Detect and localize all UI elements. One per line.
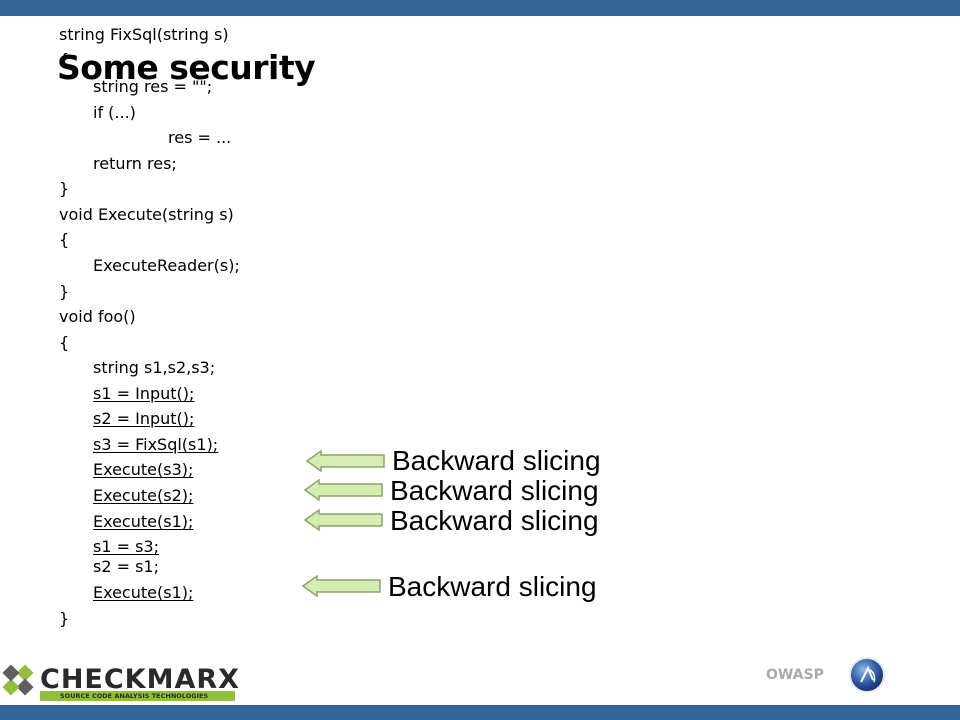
code-line: string FixSql(string s) xyxy=(59,25,229,44)
backward-slicing-label: Backward slicing xyxy=(392,445,601,476)
top-banner-bar xyxy=(0,0,960,16)
code-line: res = ... xyxy=(168,128,232,147)
backward-slicing-label: Backward slicing xyxy=(388,571,597,602)
slide-title: Some security xyxy=(57,48,316,87)
code-line: Execute(s3); xyxy=(93,460,194,479)
owasp-globe-icon xyxy=(849,657,885,693)
checkmarx-tagline: SOURCE CODE ANALYSIS TECHNOLOGIES xyxy=(60,692,209,700)
code-line: } xyxy=(59,609,70,628)
code-line: s2 = s1; xyxy=(93,557,159,576)
bottom-banner-bar xyxy=(0,705,960,720)
code-line: string s1,s2,s3; xyxy=(93,358,216,377)
code-line: Execute(s2); xyxy=(93,486,194,505)
code-line: s1 = Input(); xyxy=(93,384,195,403)
backward-slicing-label: Backward slicing xyxy=(390,505,599,536)
code-line: if (...) xyxy=(93,103,136,122)
code-line: string res = ""; xyxy=(93,77,213,96)
left-arrow-icon xyxy=(304,479,383,501)
code-line: } xyxy=(59,179,70,198)
code-line: Execute(s1); xyxy=(93,583,194,602)
left-arrow-icon xyxy=(304,509,383,531)
code-line: return res; xyxy=(93,154,177,173)
owasp-label: OWASP xyxy=(766,667,824,683)
code-line: } xyxy=(59,282,70,301)
code-line: s3 = FixSql(s1); xyxy=(93,435,219,454)
backward-slicing-label: Backward slicing xyxy=(390,475,599,506)
code-line: s1 = s3; xyxy=(93,537,159,556)
left-arrow-icon xyxy=(306,450,385,472)
code-line: s2 = Input(); xyxy=(93,409,195,428)
code-line: { xyxy=(59,230,70,249)
code-line: ExecuteReader(s); xyxy=(93,256,240,275)
code-line: { xyxy=(59,333,70,352)
checkmarx-logo-icon xyxy=(2,664,235,701)
code-line: Execute(s1); xyxy=(93,512,194,531)
code-line: { xyxy=(59,50,70,69)
code-line: void Execute(string s) xyxy=(59,205,234,224)
code-line: void foo() xyxy=(59,307,136,326)
left-arrow-icon xyxy=(302,575,381,597)
checkmarx-wordmark: CHECKMARX xyxy=(40,664,240,695)
